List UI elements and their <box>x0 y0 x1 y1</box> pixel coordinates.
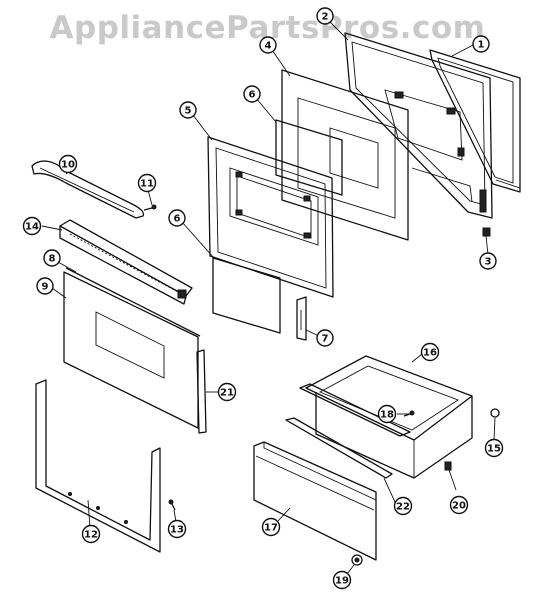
callout-14: 14 <box>22 216 42 236</box>
callout-label: 6 <box>249 90 256 101</box>
callout-1: 1 <box>472 35 490 53</box>
callout-21: 21 <box>217 382 237 402</box>
part-drawer-trim <box>285 417 393 479</box>
callout-12: 12 <box>81 524 101 544</box>
callout-18: 18 <box>377 404 397 424</box>
callout-16: 16 <box>420 342 440 362</box>
part-door-glass-lower <box>212 257 281 334</box>
callout-label: 12 <box>84 530 98 541</box>
callout-2: 2 <box>316 7 334 25</box>
callout-label: 2 <box>322 12 329 23</box>
part-hinge-bracket <box>296 296 307 341</box>
leader-lines <box>41 21 496 575</box>
callout-label: 16 <box>423 348 437 359</box>
part-door-clip <box>482 227 491 237</box>
callout-label: 1 <box>478 40 485 51</box>
callout-6-upper: 6 <box>243 85 261 103</box>
part-handle-screw <box>143 204 157 211</box>
part-drawer-glide <box>490 408 500 418</box>
callout-label: 3 <box>485 257 492 268</box>
callout-4: 4 <box>259 36 277 54</box>
callout-label: 6 <box>174 214 181 225</box>
callout-label: 7 <box>322 334 329 345</box>
callout-label: 19 <box>335 576 349 587</box>
callout-label: 17 <box>264 523 278 534</box>
callout-3: 3 <box>479 252 497 270</box>
callout-6-lower: 6 <box>168 209 186 227</box>
callout-label: 9 <box>42 282 49 293</box>
callout-label: 11 <box>140 179 154 190</box>
part-door-vent-trim <box>59 219 193 305</box>
callout-label: 8 <box>49 254 56 265</box>
part-drawer-stop <box>444 461 452 471</box>
callout-15: 15 <box>484 438 504 458</box>
part-drawer-roller <box>351 554 363 566</box>
callout-11: 11 <box>137 173 157 193</box>
part-side-trim <box>196 349 207 434</box>
callout-5: 5 <box>179 101 197 119</box>
callout-20: 20 <box>449 495 469 515</box>
callout-label: 4 <box>265 41 272 52</box>
callout-label: 5 <box>185 106 192 117</box>
callout-10: 10 <box>58 154 78 174</box>
callout-label: 15 <box>487 444 501 455</box>
callout-label: 10 <box>61 160 75 171</box>
part-door-gasket-strip <box>65 267 201 337</box>
part-drawer-bumper <box>403 410 415 417</box>
part-door-glass-upper <box>275 119 343 196</box>
part-outer-door-panel <box>63 271 199 429</box>
part-door-handle <box>31 160 145 219</box>
callout-label: 14 <box>25 222 39 233</box>
callout-19: 19 <box>332 570 352 590</box>
part-outer-door-frame <box>429 49 521 193</box>
callout-label: 22 <box>396 502 410 513</box>
callout-label: 20 <box>452 501 466 512</box>
callout-9: 9 <box>36 277 54 295</box>
part-inner-door-frame <box>344 32 493 219</box>
callout-7: 7 <box>316 329 334 347</box>
callout-label: 18 <box>380 410 394 421</box>
callout-label: 21 <box>220 388 234 399</box>
callout-8: 8 <box>43 249 61 267</box>
part-door-liner <box>281 69 409 241</box>
callout-13: 13 <box>167 519 187 539</box>
callout-22: 22 <box>393 496 413 516</box>
part-drawer-frame <box>35 379 161 553</box>
callout-17: 17 <box>261 517 281 537</box>
part-frame-screw <box>168 499 176 511</box>
part-door-inner-panel <box>207 136 334 298</box>
part-drawer-front <box>253 441 377 561</box>
callout-label: 13 <box>170 525 184 536</box>
